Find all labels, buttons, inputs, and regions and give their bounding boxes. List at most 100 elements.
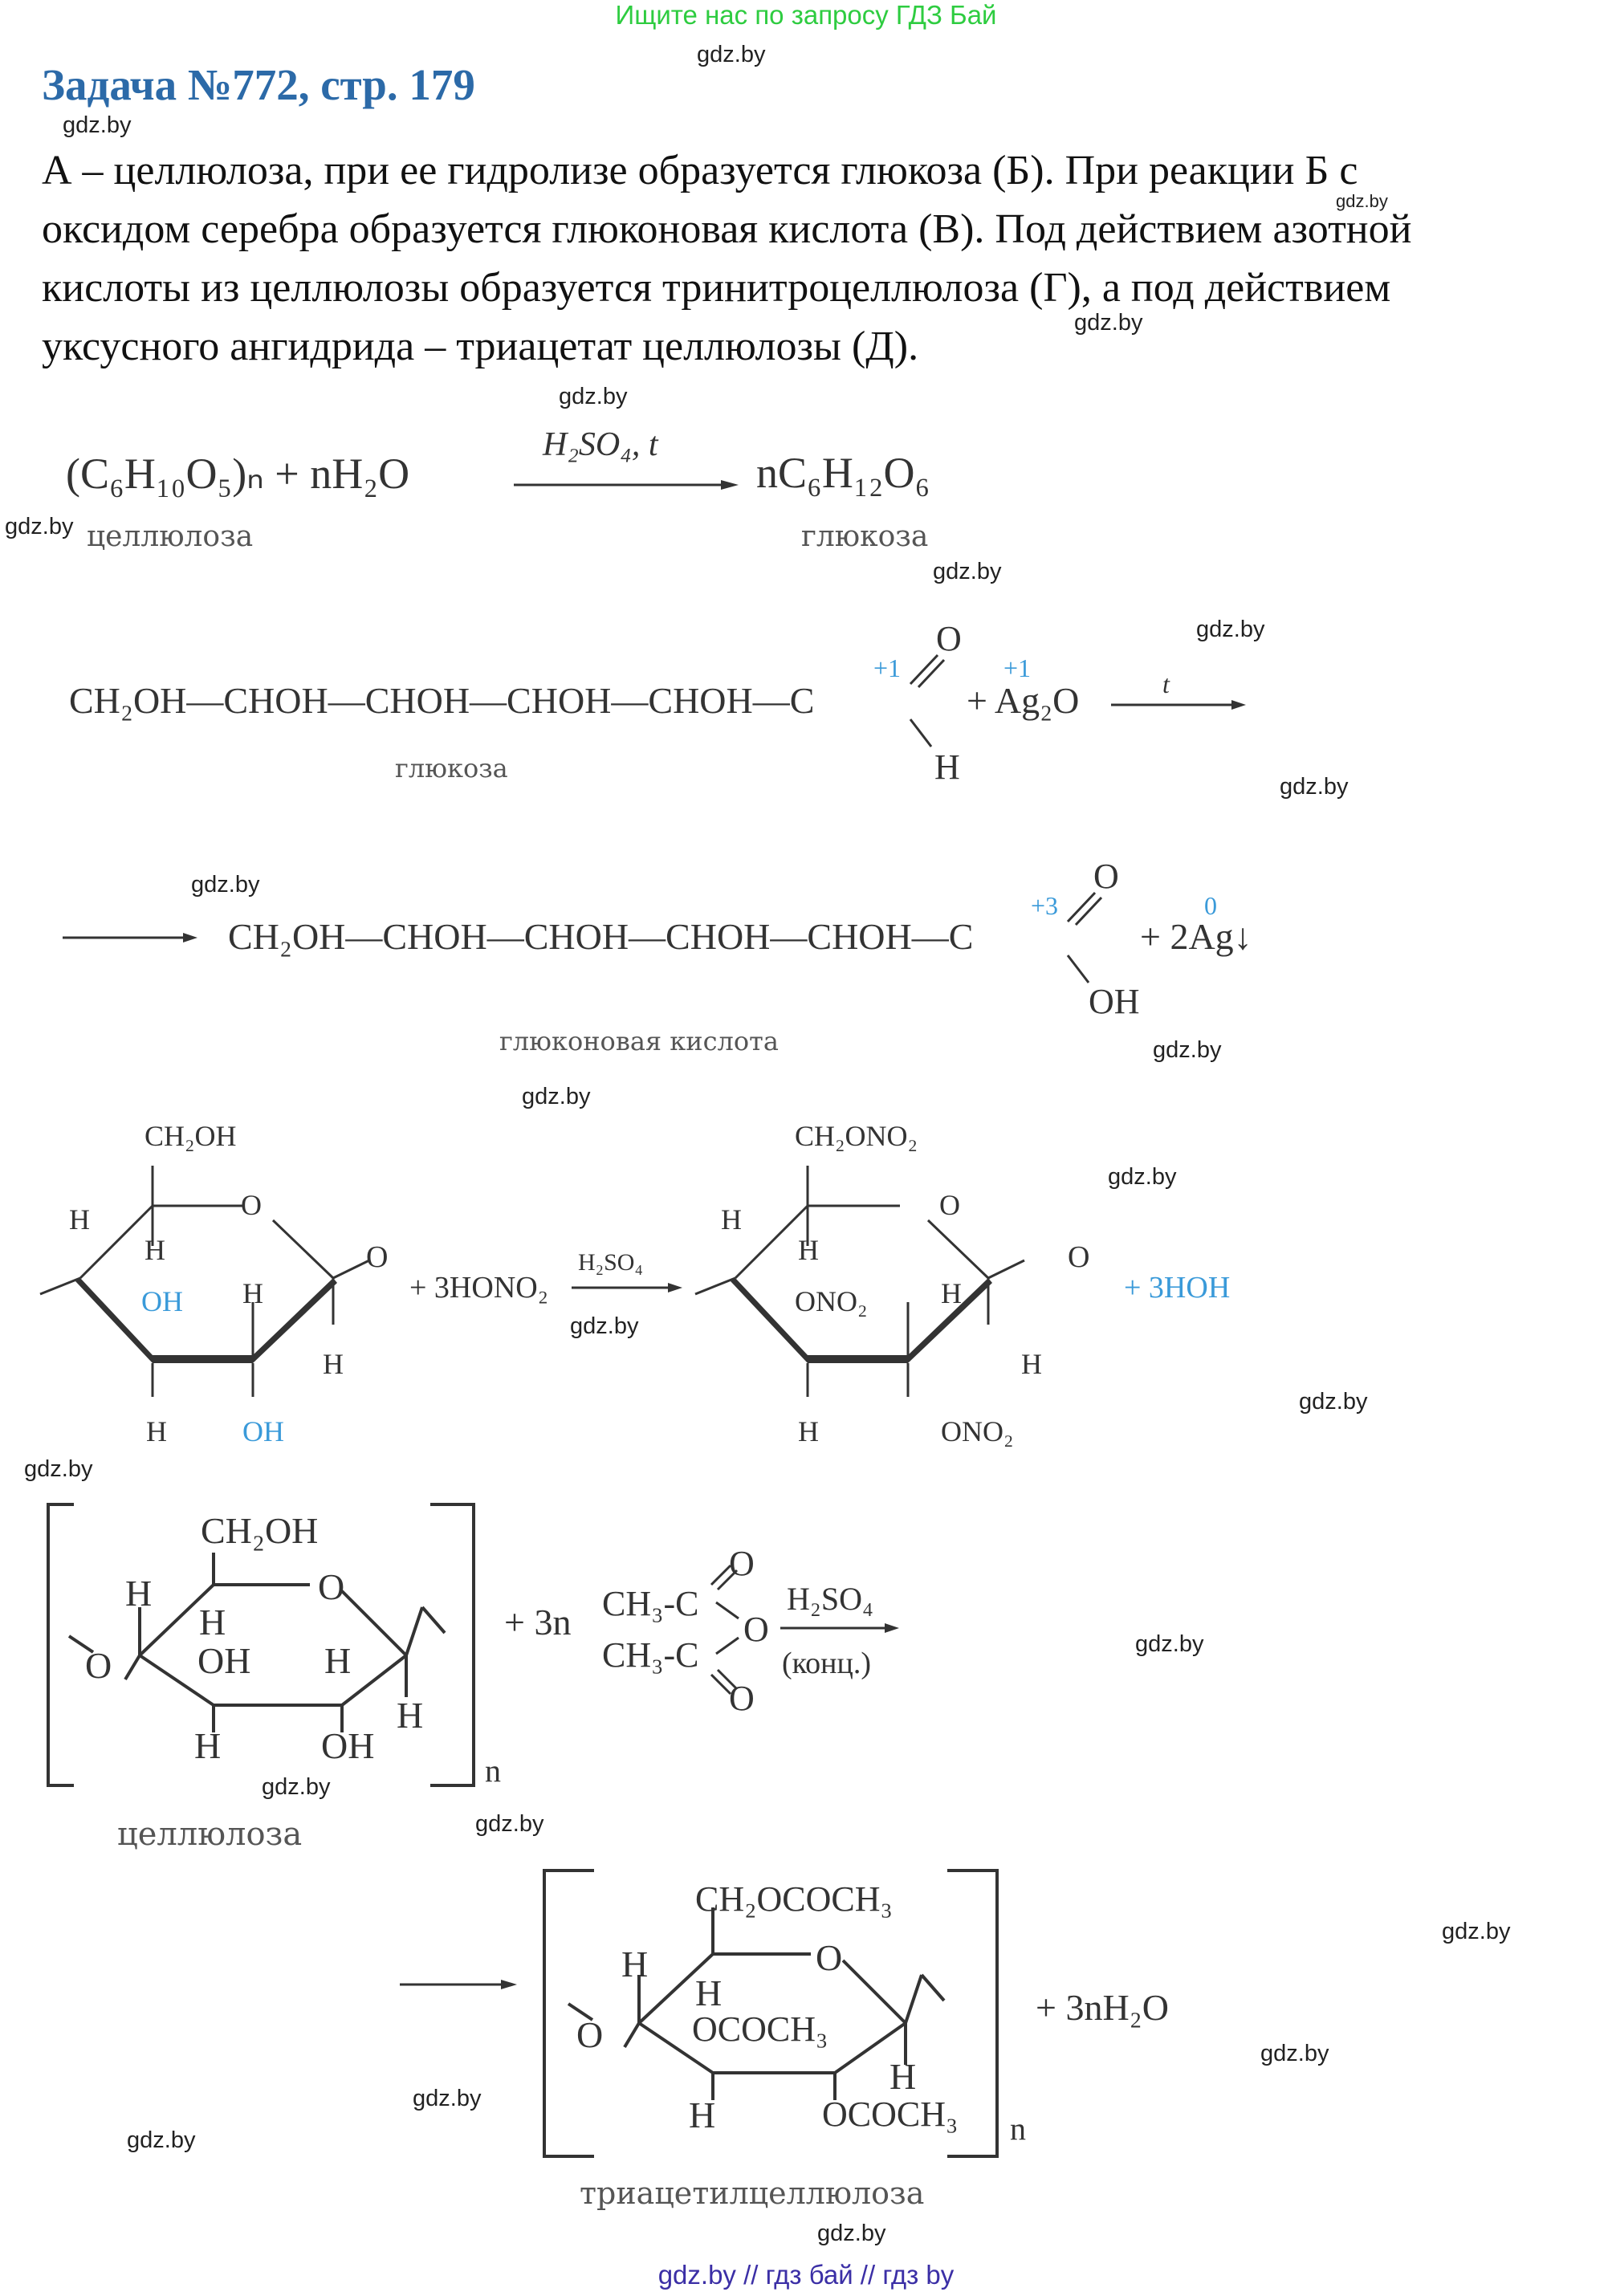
watermark: gdz.by [5,514,74,539]
r5-top-group: CH₂OH [201,1510,319,1551]
r4-right-h5: H [1021,1348,1042,1380]
footer-links[interactable]: gdz.by // гдз бай // гдз by [657,2260,955,2290]
r3-label: глюконовая кислота [499,1026,779,1056]
r4-left-oh1: OH [141,1285,183,1317]
r1-condition: H₂SO₄, t [543,426,658,463]
r1-product: nC₆H₁₂O₆ [756,449,930,497]
r4-reagent: + 3HONO₂ [409,1271,548,1305]
watermark: gdz.by [1135,1631,1204,1657]
task-title: Задача №772, стр. 179 [42,60,475,109]
r5-bridge-o: O [85,1645,112,1686]
r5-anhydride-row2: CH₃-C [602,1635,699,1675]
top-banner[interactable]: Ищите нас по запросу ГДЗ Бай [615,0,997,30]
text-line: кислоты из целлюлозы образуется тринитро… [42,265,1391,311]
r6-h4: H [689,2094,716,2135]
r5-anhydride-o-top: O [729,1544,755,1583]
r5-arrow [780,1623,899,1633]
r4-left-top-group: CH₂OH [145,1120,237,1152]
r5-label: целлюлоза [117,1816,303,1853]
r6-o: O [816,1937,843,1978]
watermark: gdz.by [191,872,260,898]
r2-h: H [934,747,960,787]
r5-h3: H [324,1640,352,1681]
r3-ox-ag: 0 [1204,891,1217,920]
watermark: gdz.by [559,384,628,409]
r2-ox-c: +1 [873,653,902,682]
r2-arrow [1111,700,1246,710]
r1-reactant: (C₆H₁₀O₅)ₙ + nH₂O [66,450,410,498]
r3-o: O [1093,857,1119,896]
r6-ococh3-2: OCOCH₃ [822,2094,959,2134]
r4-right-ono2-1: ONO₂ [795,1285,868,1317]
r2-label: глюкоза [395,753,508,784]
r4-left-o: O [241,1189,262,1221]
r2-single-bond [909,719,933,747]
r4-right-top-group: CH₂ONO₂ [795,1120,918,1152]
r5-n: n [485,1753,501,1789]
r5-o: O [318,1566,345,1607]
r4-right-h2: H [798,1234,819,1266]
r3-double-bond [1066,891,1103,926]
r4-right-h3: H [941,1277,962,1309]
watermark: gdz.by [933,559,1002,584]
r6-arrow [400,1980,517,1989]
r4-right-h1: H [721,1203,742,1236]
r4-left-bridge-o: O [366,1240,389,1274]
r5-anhydride-o: O [743,1610,769,1649]
r5-oh2: OH [321,1725,375,1766]
r3-single-bond [1066,955,1090,983]
r3-product: + 2Ag↓ [1140,916,1252,957]
text-line: уксусного ангидрида – триацетат целлюлоз… [42,324,919,369]
r3-arrow [63,933,197,942]
r5-coef: + 3n [504,1602,572,1643]
r4-arrow [572,1283,682,1293]
watermark: gdz.by [1260,2041,1329,2066]
watermark: gdz.by [1153,1037,1222,1063]
r6-product: + 3nH₂O [1036,1987,1169,2028]
r4-right-o: O [939,1189,960,1221]
r5-h2: H [199,1602,226,1643]
r6-h1: H [621,1944,649,1985]
watermark: gdz.by [570,1313,639,1339]
r6-n: n [1010,2111,1026,2147]
r3-chain: CH₂OH—CHOH—CHOH—CHOH—CHOH—C [228,916,974,957]
r3-ox-c: +3 [1031,891,1059,920]
watermark: gdz.by [817,2221,886,2246]
text-line: оксидом серебра образуется глюконовая ки… [42,206,1412,252]
text-line: А – целлюлоза, при ее гидролизе образует… [42,148,1358,193]
r1-reactant-label: целлюлоза [87,520,254,553]
r5-h5: H [397,1695,424,1736]
r6-label: триацетилцеллюлоза [580,2176,925,2211]
r4-left-h5: H [323,1348,344,1380]
r5-h4: H [194,1725,222,1766]
watermark: gdz.by [1280,774,1349,800]
r4-left-h4: H [146,1415,167,1447]
r6-h2: H [695,1972,723,2013]
r1-arrow [514,480,739,490]
watermark: gdz.by [1336,191,1388,211]
r2-ox-ag: +1 [1003,653,1032,682]
r5-anhydride-row1: CH₃-C [602,1584,699,1623]
watermark: gdz.by [63,112,132,138]
watermark: gdz.by [127,2127,196,2153]
r2-condition: t [1162,670,1170,698]
r4-right-bridge-o: O [1068,1240,1090,1274]
r4-right-ono2-2: ONO₂ [941,1415,1014,1447]
watermark: gdz.by [24,1456,93,1482]
r6-bridge-o: O [576,2014,604,2055]
watermark: gdz.by [1442,1919,1511,1944]
r4-right-h4: H [798,1415,819,1447]
r6-ococh3-1: OCOCH₃ [692,2009,828,2049]
watermark: gdz.by [1108,1164,1177,1190]
r4-left-oh2: OH [242,1415,284,1447]
r4-left-h2: H [145,1234,165,1266]
watermark: gdz.by [697,42,766,67]
watermark: gdz.by [413,2086,482,2111]
r4-left-h1: H [69,1203,90,1236]
r1-product-label: глюкоза [801,520,929,553]
r6-h3: H [889,2056,917,2097]
r5-ring [47,1503,475,1787]
r3-oh: OH [1089,982,1140,1021]
task-answer-text: А – целлюлоза, при ее гидролизе образует… [42,141,1599,376]
watermark: gdz.by [475,1811,544,1837]
